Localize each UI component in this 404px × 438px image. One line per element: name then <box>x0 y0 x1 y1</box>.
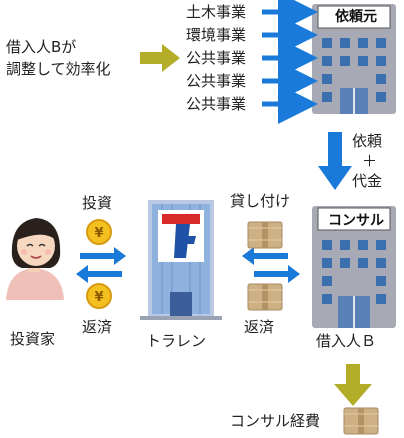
request-line2: ＋ <box>362 152 378 170</box>
repay-money-bundle-icon <box>247 283 283 311</box>
client-building-label: 依頼元 <box>335 9 377 25</box>
lend-label: 貸し付け <box>230 192 291 210</box>
investor-return-label: 返済 <box>82 318 113 336</box>
request-line1: 依頼 <box>352 132 383 150</box>
project-label-3: 公共事業 <box>186 49 247 67</box>
coordination-arrow <box>140 44 180 72</box>
borrower-flow-arrows <box>242 247 300 283</box>
project-label-4: 公共事業 <box>186 72 247 90</box>
request-line3: 代金 <box>352 172 383 190</box>
client-building-icon <box>312 4 396 114</box>
invest-label: 投資 <box>82 194 113 212</box>
project-label-5: 公共事業 <box>186 95 247 113</box>
invest-coin-icon: ¥ <box>86 219 112 245</box>
borrower-return-label: 返済 <box>244 318 275 336</box>
svg-text:¥: ¥ <box>94 226 103 241</box>
investor-person-icon <box>6 218 64 300</box>
cost-money-bundle-icon <box>343 407 379 435</box>
investor-flow-arrows <box>76 247 126 283</box>
left-note-line1: 借入人Bが <box>6 38 77 56</box>
return-coin-icon: ¥ <box>86 283 112 309</box>
svg-text:¥: ¥ <box>94 290 103 305</box>
consul-cost-label: コンサル経費 <box>230 412 321 430</box>
left-note-line2: 調整して効率化 <box>6 60 111 78</box>
toralen-building-icon <box>140 200 222 320</box>
toralen-name: トラレン <box>146 332 207 350</box>
project-label-1: 土木事業 <box>186 3 247 21</box>
borrower-name: 借入人Ｂ <box>316 332 377 350</box>
request-down-arrow <box>318 132 352 190</box>
consul-building-label: コンサル <box>328 213 384 229</box>
investor-name: 投資家 <box>10 330 56 348</box>
consul-building-icon <box>312 206 396 328</box>
cost-down-arrow <box>334 364 372 406</box>
project-label-2: 環境事業 <box>186 26 247 44</box>
project-arrows <box>262 0 318 124</box>
lend-money-bundle-icon <box>247 221 283 249</box>
